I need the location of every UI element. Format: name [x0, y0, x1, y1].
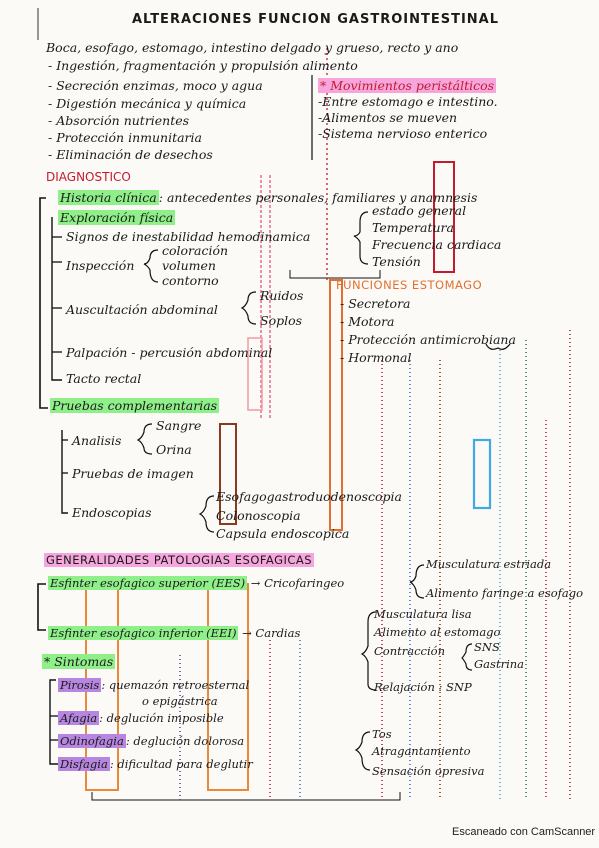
sintoma-text: : dificultad para deglutir [109, 757, 253, 771]
eei-arrow: → Cardias [242, 626, 301, 640]
sintoma-text: o epigástrica [142, 694, 218, 708]
endoscopia-item: Capsula endoscopica [216, 526, 350, 541]
ees-arrow: → Cricofaringeo [250, 576, 345, 590]
funciones-heading: FUNCIONES ESTOMAGO [336, 278, 483, 292]
inspeccion-item: volumen [162, 258, 216, 273]
organs-text: Boca, esofago, estomago, intestino delga… [46, 40, 459, 55]
endoscopias-text: Endoscopias [72, 505, 152, 520]
intro-item: - Ingestión, fragmentación y propulsión … [48, 58, 358, 73]
inspeccion-item: contorno [162, 273, 219, 288]
historia-text: : antecedentes personales, familiares y … [158, 190, 478, 205]
sintoma-label: Afagia [58, 711, 100, 725]
endoscopia-item: Colonoscopia [216, 508, 301, 523]
inspeccion-text: Inspección [66, 258, 135, 273]
disfagia-item: Atragantamiento [372, 744, 471, 758]
sintoma-text: : deglución dolorosa [125, 734, 245, 748]
analisis-text: Analisis [72, 433, 122, 448]
movements-item: -Sistema nervioso enterico [318, 126, 488, 141]
movements-heading: * Movimientos peristálticos [318, 78, 497, 93]
movements-item: -Entre estomago e intestino. [318, 94, 498, 109]
inspeccion-item: coloración [162, 243, 229, 258]
auscultacion-text: Auscultación abdominal [66, 302, 218, 317]
funciones-item: - Hormonal [340, 350, 412, 365]
eei-label: Esfinter esofagico inferior (EEI) [48, 626, 239, 640]
funciones-item: - Motora [340, 314, 395, 329]
intro-item: - Protección inmunitaria [48, 130, 202, 145]
sintoma-text: : deglución imposible [99, 711, 224, 725]
diagnostico-heading: DIAGNOSTICO [46, 170, 131, 184]
eei-item: Contracción [374, 644, 445, 658]
intro-item: - Absorción nutrientes [48, 113, 190, 128]
sintomas-heading: * Sintomas [42, 654, 116, 669]
palpacion-text: Palpación - percusión abdominal [66, 345, 273, 360]
signos-item: Tensión [372, 254, 421, 269]
signos-item: estado general [372, 203, 467, 218]
imagen-text: Pruebas de imagen [72, 466, 194, 481]
signos-item: Frecuencia cardiaca [372, 237, 502, 252]
sintoma-label: Disfagia [58, 757, 110, 771]
tacto-text: Tacto rectal [66, 371, 142, 386]
eei-item: Relajación : SNP [374, 680, 472, 694]
patologias-heading: GENERALIDADES PATOLOGIAS ESOFAGICAS [44, 553, 315, 567]
disfagia-item: Tos [372, 727, 392, 741]
disfagia-item: Sensación opresiva [372, 764, 485, 778]
signos-item: Temperatura [372, 220, 454, 235]
ees-item: Musculatura estriada [426, 557, 552, 571]
sintoma-text: : quemazón retroesternal [101, 678, 250, 692]
intro-item: - Secreción enzimas, moco y agua [48, 78, 263, 93]
page-title: ALTERACIONES FUNCION GASTROINTESTINAL [132, 12, 500, 27]
funciones-item: - Secretora [340, 296, 411, 311]
contraccion-item: SNS [474, 640, 500, 654]
pruebas-label: Pruebas complementarias [50, 398, 220, 413]
sintoma-label: Odinofagia [58, 734, 126, 748]
auscultacion-item: Ruidos [260, 288, 304, 303]
eei-item: Musculatura lisa [374, 607, 472, 621]
funciones-item: - Protección antimicrobiana [340, 332, 516, 347]
contraccion-item: Gastrina [474, 657, 525, 671]
sintoma-label: Pirosis [58, 678, 102, 692]
ees-label: Esfinter esofagico superior (EES) [48, 576, 248, 590]
signos-text: Signos de inestabilidad hemodinamica [66, 229, 311, 244]
movements-item: -Alimentos se mueven [318, 110, 458, 125]
scanner-footer: Escaneado con CamScanner [452, 826, 596, 838]
historia-label: Historia clínica [58, 190, 159, 205]
endoscopia-item: Esofagogastroduodenoscopia [216, 489, 403, 504]
analisis-item: Orina [156, 442, 192, 457]
ees-item: Alimento faringe a esofago [426, 586, 584, 600]
intro-item: - Digestión mecánica y química [48, 96, 247, 111]
auscultacion-item: Soplos [260, 313, 303, 328]
eei-item: Alimento al estomago [374, 625, 501, 639]
intro-item: - Eliminación de desechos [48, 147, 213, 162]
analisis-item: Sangre [156, 418, 202, 433]
exploracion-label: Exploración física [58, 210, 176, 225]
